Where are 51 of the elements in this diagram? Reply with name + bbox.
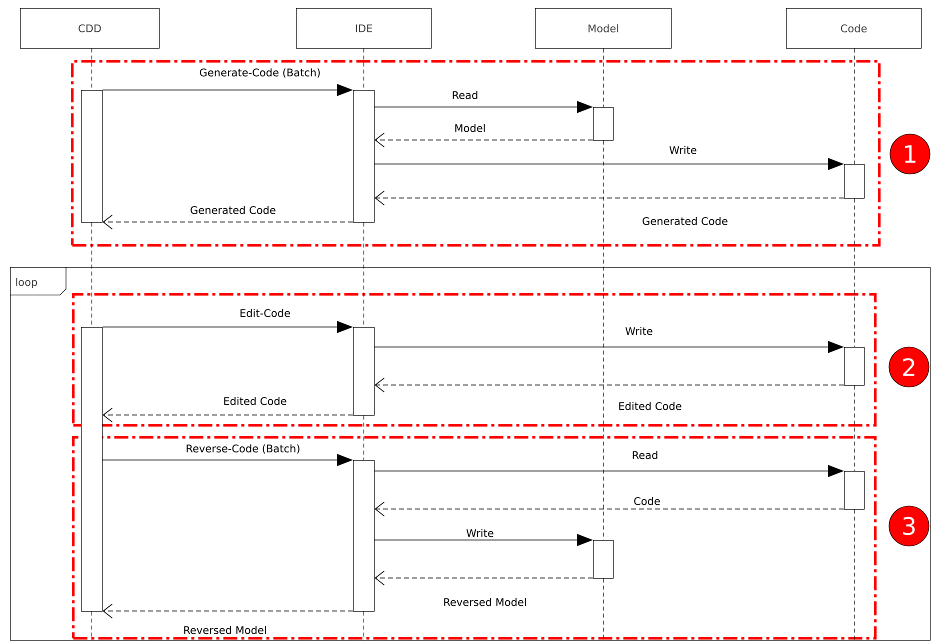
edge-label: Reversed Model — [182, 624, 268, 636]
lifeline — [854, 509, 855, 641]
activation-bar — [593, 107, 614, 141]
return-arrow — [102, 408, 354, 422]
activation-bar — [353, 90, 375, 223]
step-number: 1 — [890, 134, 930, 174]
edge-label: Write — [624, 326, 654, 336]
lifeline — [854, 198, 855, 348]
return-arrow — [374, 570, 594, 586]
edge-label: Edited Code — [222, 396, 288, 406]
highlight-frame — [72, 293, 877, 427]
return-arrow — [374, 378, 844, 392]
highlight-frame — [71, 60, 881, 247]
edge-label: Read — [450, 90, 480, 100]
activation-bar — [353, 460, 375, 612]
lifeline — [854, 385, 855, 472]
lifeline-head: IDE — [296, 8, 432, 49]
lifeline — [854, 48, 855, 164]
activation-bar — [81, 90, 103, 223]
lifeline-head: Code — [786, 8, 922, 49]
return-arrow — [374, 502, 844, 516]
edge-label: Reverse-Code (Batch) — [184, 443, 302, 455]
step-number: 2 — [888, 346, 930, 388]
activation-bar — [353, 327, 375, 416]
return-arrow — [374, 132, 594, 148]
activation-bar — [844, 347, 865, 386]
step-number: 3 — [888, 506, 930, 546]
return-arrow — [102, 214, 354, 230]
edge-label: Edit-Code — [238, 308, 292, 318]
edge-label: Code — [632, 496, 662, 506]
activation-bar — [844, 164, 865, 199]
highlight-frame — [72, 436, 877, 640]
edge-label: Write — [465, 528, 495, 538]
edge-label: Read — [630, 450, 660, 460]
edge-label: Generated Code — [641, 216, 729, 226]
lifeline-head: Model — [535, 8, 672, 49]
edge-label: Model — [453, 122, 487, 134]
activation-bar — [593, 540, 614, 579]
activation-bar — [81, 327, 103, 612]
edge-label: Generated Code — [189, 204, 277, 216]
return-arrow — [102, 604, 354, 618]
lifeline — [603, 578, 604, 641]
edge-label: Edited Code — [617, 400, 683, 412]
activation-bar — [844, 471, 865, 510]
edge-label: Reversed Model — [442, 596, 528, 608]
lifeline-head: CDD — [20, 8, 160, 49]
lifeline — [603, 48, 604, 108]
lifeline — [603, 140, 604, 540]
return-arrow — [374, 190, 844, 206]
edge-label: Generate-Code (Batch) — [198, 67, 322, 79]
edge-label: Write — [668, 144, 698, 156]
